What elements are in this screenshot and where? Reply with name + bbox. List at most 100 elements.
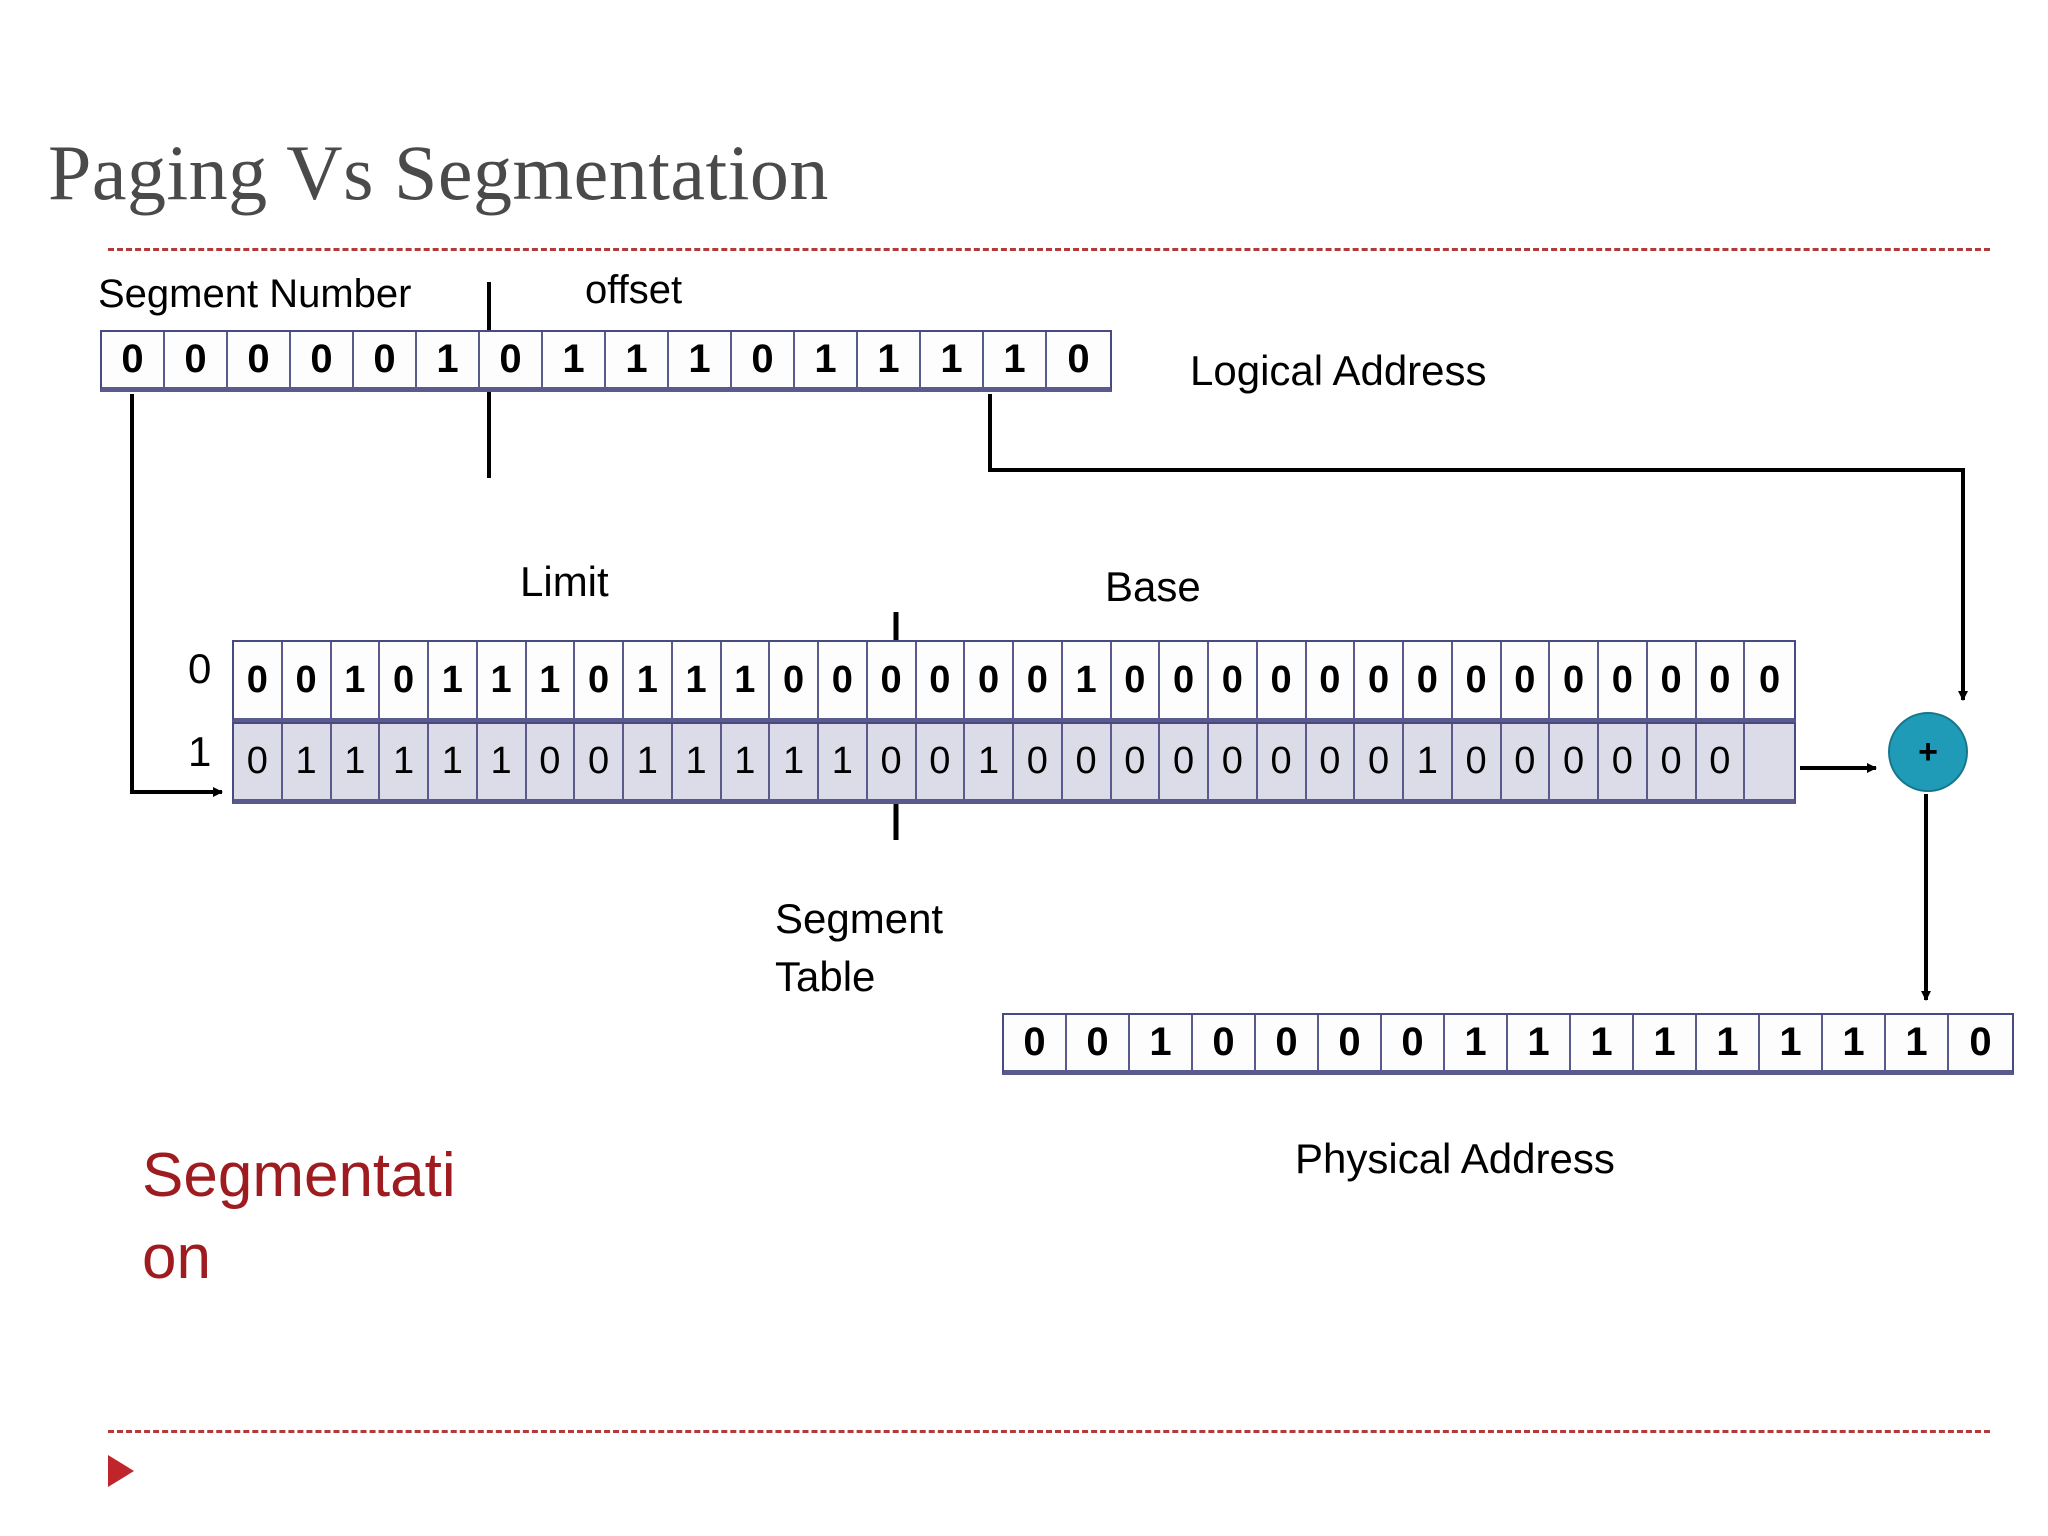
bit-cell: 1 [624, 642, 673, 718]
bit-cell: 1 [1404, 724, 1453, 799]
bit-cell [1745, 724, 1794, 799]
bit-cell: 1 [1760, 1015, 1823, 1070]
bit-cell: 0 [380, 642, 429, 718]
bit-cell: 0 [1355, 724, 1404, 799]
bit-cell: 1 [722, 642, 771, 718]
bit-cell: 0 [575, 642, 624, 718]
bit-cell: 0 [1209, 724, 1258, 799]
bit-cell: 1 [1130, 1015, 1193, 1070]
bit-cell: 0 [527, 724, 576, 799]
bit-cell: 0 [732, 332, 795, 387]
divider-top [108, 248, 1990, 251]
bit-cell: 1 [1508, 1015, 1571, 1070]
bit-cell: 0 [165, 332, 228, 387]
label-physical-address: Physical Address [1295, 1135, 1615, 1182]
bit-cell: 1 [965, 724, 1014, 799]
bit-cell: 1 [722, 724, 771, 799]
bit-cell: 1 [770, 724, 819, 799]
label-segment-number: Segment Number [98, 272, 412, 316]
bit-cell: 1 [624, 724, 673, 799]
bit-cell: 0 [1502, 642, 1551, 718]
bit-cell: 0 [1648, 724, 1697, 799]
bit-cell: 1 [606, 332, 669, 387]
bit-cell: 0 [480, 332, 543, 387]
bit-cell: 0 [234, 724, 283, 799]
divider-bottom [108, 1430, 1990, 1433]
bit-cell: 0 [1382, 1015, 1445, 1070]
bit-cell: 0 [1319, 1015, 1382, 1070]
bit-cell: 0 [1648, 642, 1697, 718]
bit-cell: 1 [673, 724, 722, 799]
bit-cell: 0 [965, 642, 1014, 718]
bit-cell: 1 [1697, 1015, 1760, 1070]
label-row-index-1: 1 [188, 728, 212, 775]
label-segment-table: Segment Table [775, 895, 944, 1000]
bit-cell: 0 [868, 724, 917, 799]
bit-cell: 1 [380, 724, 429, 799]
bit-cell: 0 [1453, 724, 1502, 799]
bit-cell: 0 [1599, 642, 1648, 718]
bit-cell: 1 [417, 332, 480, 387]
logical-address-bit-row: 0 0 0 0 0 1 0 1 1 1 0 1 1 1 1 0 [100, 330, 1112, 392]
segment-table-row: 0 0 1 0 1 1 1 0 1 1 1 0 0 0 0 0 0 1 0 0 … [232, 640, 1796, 722]
bit-cell: 1 [819, 724, 868, 799]
bit-cell: 0 [1067, 1015, 1130, 1070]
bit-cell: 1 [858, 332, 921, 387]
page-title: Paging Vs Segmentation [48, 129, 829, 216]
bit-cell: 1 [543, 332, 606, 387]
bit-cell: 1 [478, 642, 527, 718]
bit-cell: 0 [917, 642, 966, 718]
bit-cell: 1 [527, 642, 576, 718]
bit-cell: 0 [1355, 642, 1404, 718]
triangle-bullet-icon [108, 1455, 134, 1487]
bit-cell: 1 [795, 332, 858, 387]
bit-cell: 0 [1697, 724, 1746, 799]
bit-cell: 1 [1063, 642, 1112, 718]
label-offset: offset [585, 268, 683, 312]
bit-cell: 0 [917, 724, 966, 799]
bit-cell: 0 [1759, 658, 1781, 701]
bit-cell: 1 [1634, 1015, 1697, 1070]
bit-cell: 0 [1209, 642, 1258, 718]
bit-cell: 1 [984, 332, 1047, 387]
bit-cell: 0 [1258, 642, 1307, 718]
label-base: Base [1105, 563, 1201, 610]
bit-cell: 1 [1886, 1015, 1949, 1070]
bit-cell: 0 [1307, 724, 1356, 799]
bit-cell: 0 [1067, 337, 1090, 381]
bit-cell: 1 [1445, 1015, 1508, 1070]
bit-cell: 0 [1404, 642, 1453, 718]
bit-cell: 0 [1599, 724, 1648, 799]
bit-cell: 0 [228, 332, 291, 387]
bit-cell: 0 [1014, 642, 1063, 718]
bit-cell: 0 [770, 642, 819, 718]
bit-cell: 0 [868, 642, 917, 718]
bit-cell: 0 [1160, 724, 1209, 799]
bit-cell: 0 [354, 332, 417, 387]
physical-address-bit-row: 0 0 1 0 0 0 0 1 1 1 1 1 1 1 1 0 [1002, 1013, 2014, 1075]
bit-cell: 1 [478, 724, 527, 799]
bit-cell: 0 [575, 724, 624, 799]
label-logical-address: Logical Address [1190, 347, 1487, 394]
bit-cell: 1 [673, 642, 722, 718]
bit-cell: 0 [1112, 724, 1161, 799]
bit-cell: 0 [291, 332, 354, 387]
bit-cell: 0 [1550, 724, 1599, 799]
bit-cell: 1 [669, 332, 732, 387]
segment-table-row: 0 1 1 1 1 1 0 0 1 1 1 1 1 0 0 1 0 0 0 0 … [232, 722, 1796, 804]
bit-cell: 0 [234, 642, 283, 718]
bit-cell: 0 [102, 332, 165, 387]
bit-cell: 0 [1550, 642, 1599, 718]
bit-cell: 0 [1004, 1015, 1067, 1070]
bit-cell: 1 [429, 724, 478, 799]
bit-cell: 0 [1014, 724, 1063, 799]
adder-node: + [1888, 712, 1968, 792]
bit-cell: 0 [1193, 1015, 1256, 1070]
bit-cell: 0 [1258, 724, 1307, 799]
bit-cell: 0 [1112, 642, 1161, 718]
bit-cell: 0 [1063, 724, 1112, 799]
bit-cell: 0 [1969, 1020, 1992, 1064]
bit-cell: 0 [819, 642, 868, 718]
bit-cell: 0 [1307, 642, 1356, 718]
